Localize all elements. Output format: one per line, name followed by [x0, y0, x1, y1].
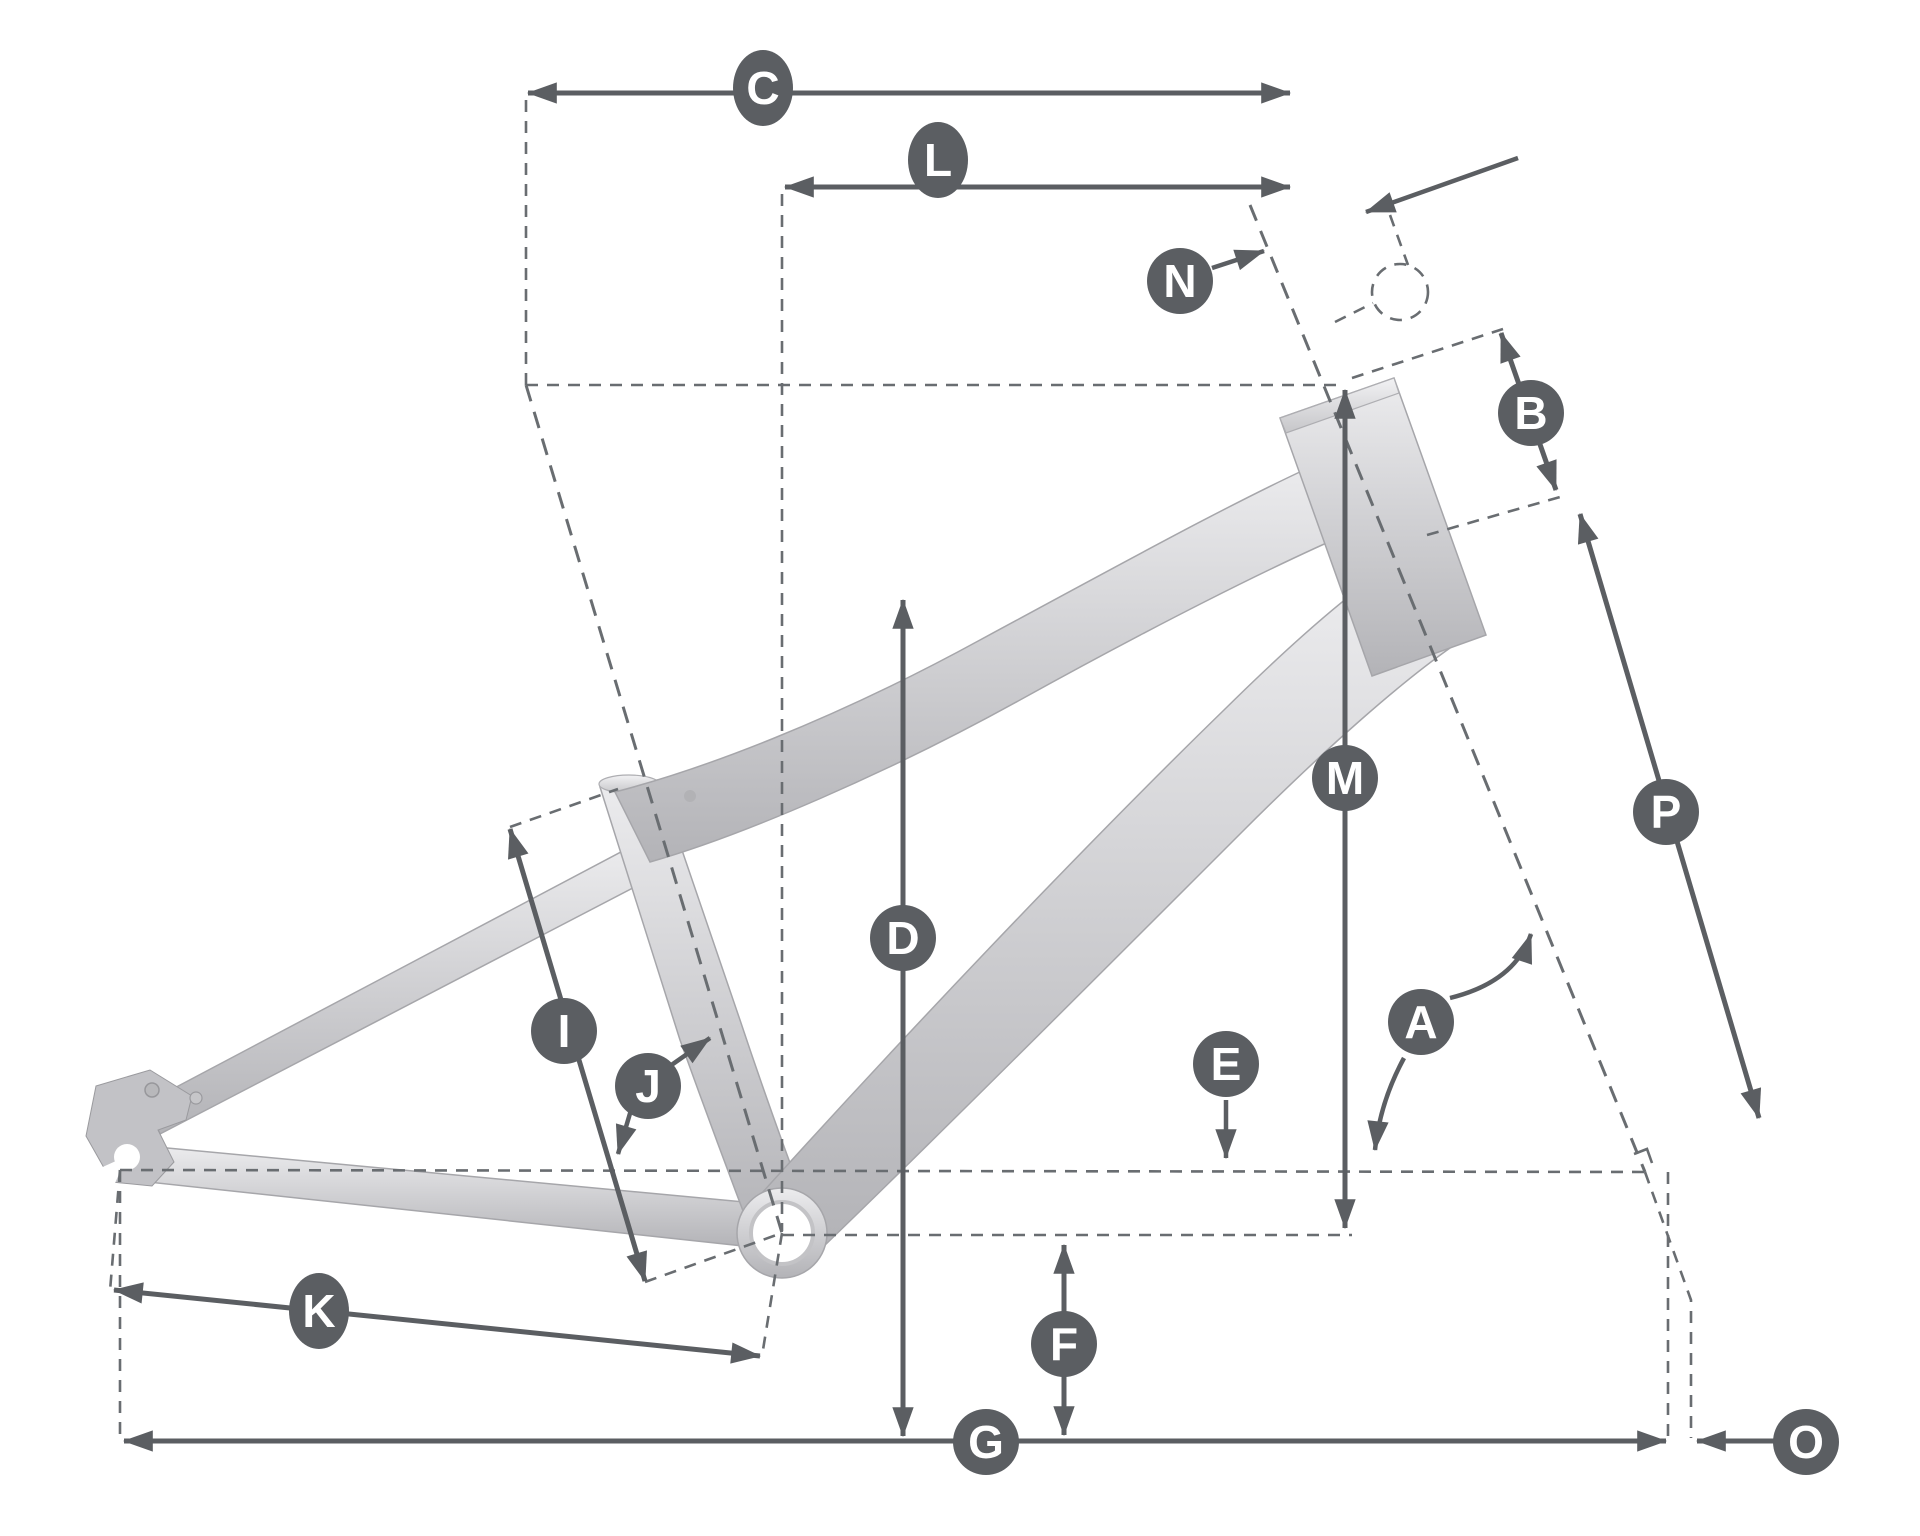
- badge-L: L: [908, 122, 968, 198]
- badge-shape: [289, 1273, 349, 1349]
- badge-F: F: [1031, 1311, 1097, 1377]
- badge-J: J: [615, 1053, 681, 1119]
- badge-shape: [531, 998, 597, 1064]
- dim-arc-A-down: [1367, 1056, 1406, 1152]
- badge-shape: [1312, 745, 1378, 811]
- stem-link-upper: [1388, 214, 1410, 266]
- badge-shape: [1193, 1031, 1259, 1097]
- badge-shape: [908, 122, 968, 198]
- badge-shape: [1498, 380, 1564, 446]
- stem-clamp-circle: [1370, 262, 1430, 322]
- badge-O: O: [1773, 1409, 1839, 1475]
- badge-letter: M: [1326, 752, 1364, 804]
- dim-arrow-J-down: [615, 1109, 637, 1156]
- badge-letter: A: [1404, 996, 1437, 1048]
- badge-letter: C: [746, 62, 779, 114]
- badge-shape: [870, 905, 936, 971]
- badge-shape: [615, 1053, 681, 1119]
- badge-letter: F: [1050, 1318, 1078, 1370]
- rear-dropout: [85, 1069, 193, 1187]
- badge-shape: [1147, 248, 1213, 314]
- measurement-badges: A B C D E FG I J K L M N O P: [289, 50, 1839, 1475]
- badge-shape: [1773, 1409, 1839, 1475]
- chain-stay-tube: [145, 1145, 767, 1249]
- seat-stay-tube: [147, 842, 653, 1136]
- badge-A: A: [1388, 989, 1454, 1055]
- i-top-connector: [509, 787, 619, 829]
- badge-M: M: [1312, 745, 1378, 811]
- badge-P: P: [1633, 779, 1699, 845]
- badge-G: G: [953, 1409, 1019, 1475]
- badge-letter: G: [968, 1416, 1004, 1468]
- dropout-bolt: [144, 1082, 160, 1098]
- badge-shape: [733, 50, 793, 126]
- dimension-lines: [112, 82, 1776, 1452]
- dim-leader-N: [1211, 248, 1266, 271]
- dim-line-K: [112, 1282, 762, 1364]
- seat-tube-axis: [524, 384, 784, 1234]
- badge-E: E: [1193, 1031, 1259, 1097]
- dropout-notch: [96, 1156, 127, 1190]
- badge-letter: J: [635, 1060, 661, 1112]
- steering-axis-ground-drop: [1643, 1171, 1693, 1438]
- badge-letter: O: [1788, 1416, 1824, 1468]
- badge-shape: [1031, 1311, 1097, 1377]
- badge-shape: [1633, 779, 1699, 845]
- rack-boss: [189, 1091, 203, 1105]
- badge-D: D: [870, 905, 936, 971]
- badge-K: K: [289, 1273, 349, 1349]
- badge-C: C: [733, 50, 793, 126]
- badge-letter: D: [886, 912, 919, 964]
- badge-letter: L: [924, 134, 952, 186]
- badge-letter: N: [1163, 255, 1196, 307]
- i-bottom-connector: [644, 1231, 783, 1284]
- badge-letter: B: [1514, 387, 1547, 439]
- badge-letter: P: [1651, 786, 1682, 838]
- badge-letter: I: [558, 1005, 571, 1057]
- angle-tick: [1633, 1147, 1654, 1164]
- stem-pointer-arrow: [1364, 155, 1519, 215]
- dim-arc-A-up: [1449, 932, 1534, 1001]
- badge-B: B: [1498, 380, 1564, 446]
- stem-link-lower: [1334, 301, 1374, 324]
- head-top-reference: [1351, 327, 1504, 380]
- head-bottom-reference: [1426, 495, 1561, 537]
- badge-letter: K: [302, 1285, 335, 1337]
- badge-N: N: [1147, 248, 1213, 314]
- badge-shape: [953, 1409, 1019, 1475]
- badge-letter: E: [1211, 1038, 1242, 1090]
- dim-arrow-J-up: [668, 1036, 712, 1068]
- axle-height-line: [119, 1168, 1649, 1174]
- cable-guide-hole: [684, 790, 696, 802]
- badge-shape: [1388, 989, 1454, 1055]
- bike-frame: [85, 377, 1487, 1279]
- badge-I: I: [531, 998, 597, 1064]
